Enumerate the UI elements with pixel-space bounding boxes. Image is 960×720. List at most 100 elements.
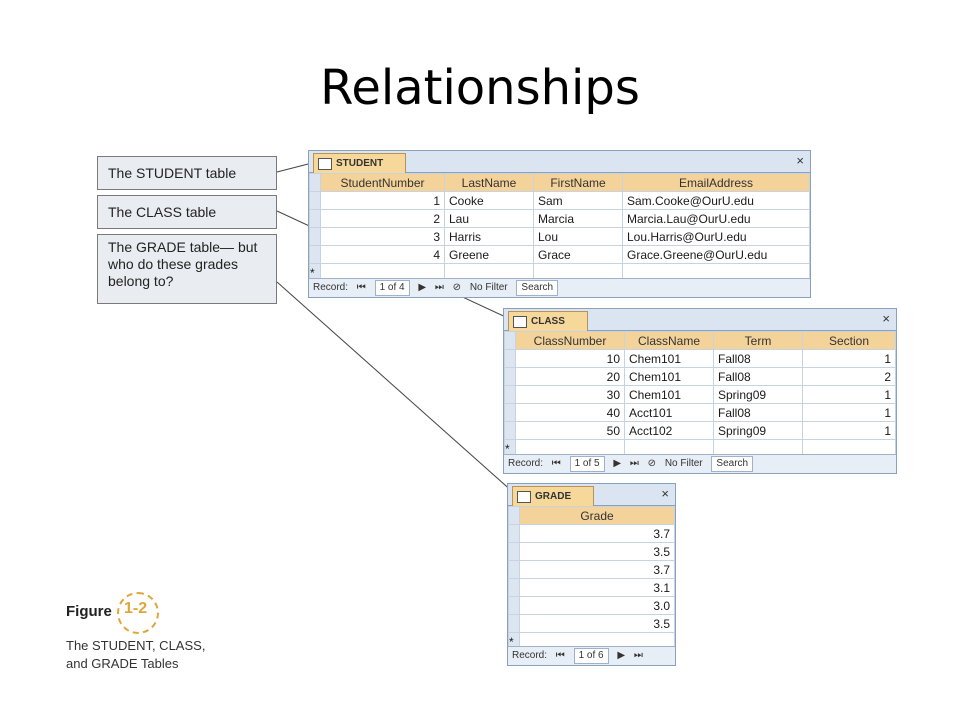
cell[interactable]: 20 bbox=[515, 367, 625, 386]
select-all-cell[interactable] bbox=[508, 506, 520, 525]
cell[interactable]: 1 bbox=[802, 385, 896, 404]
cell[interactable]: Acct101 bbox=[624, 403, 714, 422]
column-header[interactable]: EmailAddress bbox=[622, 173, 810, 192]
row-selector[interactable] bbox=[508, 596, 520, 615]
cell[interactable]: Lou.Harris@OurU.edu bbox=[622, 227, 810, 246]
table-row[interactable]: 4 Greene Grace Grace.Greene@OurU.edu bbox=[309, 245, 810, 264]
search-input[interactable]: Search bbox=[516, 280, 559, 296]
last-record-icon[interactable]: ⏭ bbox=[633, 650, 643, 661]
last-record-icon[interactable]: ⏭ bbox=[434, 282, 444, 293]
table-row[interactable]: 1 Cooke Sam Sam.Cooke@OurU.edu bbox=[309, 191, 810, 210]
cell[interactable]: 10 bbox=[515, 349, 625, 368]
cell[interactable]: Lau bbox=[444, 209, 534, 228]
search-input[interactable]: Search bbox=[711, 456, 754, 472]
cell[interactable]: Chem101 bbox=[624, 367, 714, 386]
cell[interactable]: 30 bbox=[515, 385, 625, 404]
row-selector[interactable] bbox=[508, 542, 520, 561]
cell[interactable]: 3.1 bbox=[519, 578, 675, 597]
column-header[interactable]: FirstName bbox=[533, 173, 623, 192]
cell[interactable]: 3.5 bbox=[519, 542, 675, 561]
column-header[interactable]: Term bbox=[713, 331, 803, 350]
cell[interactable]: Fall08 bbox=[713, 403, 803, 422]
row-selector[interactable] bbox=[309, 245, 321, 264]
table-row[interactable]: 3.5 bbox=[508, 614, 675, 633]
row-selector[interactable] bbox=[504, 385, 516, 404]
close-icon[interactable]: × bbox=[882, 311, 890, 326]
cell[interactable]: Sam.Cooke@OurU.edu bbox=[622, 191, 810, 210]
cell[interactable]: Spring09 bbox=[713, 421, 803, 440]
record-position[interactable]: 1 of 5 bbox=[569, 456, 605, 472]
cell[interactable]: 3.5 bbox=[519, 614, 675, 633]
table-row[interactable]: 50 Acct102 Spring09 1 bbox=[504, 421, 896, 440]
cell[interactable]: Grace bbox=[533, 245, 623, 264]
cell[interactable]: Fall08 bbox=[713, 349, 803, 368]
cell[interactable]: Sam bbox=[533, 191, 623, 210]
row-selector[interactable] bbox=[309, 227, 321, 246]
record-position[interactable]: 1 of 4 bbox=[374, 280, 410, 296]
cell[interactable]: Spring09 bbox=[713, 385, 803, 404]
filter-status[interactable]: No Filter bbox=[469, 282, 508, 293]
table-row[interactable]: 10 Chem101 Fall08 1 bbox=[504, 349, 896, 368]
row-selector[interactable] bbox=[309, 209, 321, 228]
cell[interactable]: Cooke bbox=[444, 191, 534, 210]
cell[interactable]: Marcia bbox=[533, 209, 623, 228]
last-record-icon[interactable]: ⏭ bbox=[629, 458, 639, 469]
cell[interactable]: 40 bbox=[515, 403, 625, 422]
table-row[interactable]: 3.7 bbox=[508, 560, 675, 579]
table-row[interactable]: 3.0 bbox=[508, 596, 675, 615]
cell[interactable]: Harris bbox=[444, 227, 534, 246]
table-row[interactable]: 20 Chem101 Fall08 2 bbox=[504, 367, 896, 386]
select-all-cell[interactable] bbox=[504, 331, 516, 350]
row-selector[interactable] bbox=[508, 614, 520, 633]
first-record-icon[interactable]: ⏮ bbox=[356, 282, 366, 293]
cell[interactable]: 3.7 bbox=[519, 560, 675, 579]
next-record-icon[interactable]: ▶ bbox=[617, 650, 626, 661]
column-header[interactable]: ClassNumber bbox=[515, 331, 625, 350]
row-selector[interactable] bbox=[504, 367, 516, 386]
tab-class[interactable]: CLASS bbox=[508, 311, 588, 331]
next-record-icon[interactable]: ▶ bbox=[418, 282, 427, 293]
table-row[interactable]: 3.7 bbox=[508, 524, 675, 543]
close-icon[interactable]: × bbox=[796, 153, 804, 168]
cell[interactable]: 1 bbox=[802, 349, 896, 368]
select-all-cell[interactable] bbox=[309, 173, 321, 192]
table-row[interactable]: 3 Harris Lou Lou.Harris@OurU.edu bbox=[309, 227, 810, 246]
cell[interactable]: 3 bbox=[320, 227, 445, 246]
cell[interactable]: 1 bbox=[802, 421, 896, 440]
table-row[interactable]: 2 Lau Marcia Marcia.Lau@OurU.edu bbox=[309, 209, 810, 228]
table-row[interactable]: 40 Acct101 Fall08 1 bbox=[504, 403, 896, 422]
column-header[interactable]: ClassName bbox=[624, 331, 714, 350]
cell[interactable]: Chem101 bbox=[624, 349, 714, 368]
cell[interactable]: Fall08 bbox=[713, 367, 803, 386]
cell[interactable]: 1 bbox=[802, 403, 896, 422]
first-record-icon[interactable]: ⏮ bbox=[555, 650, 565, 661]
filter-status[interactable]: No Filter bbox=[664, 458, 703, 469]
cell[interactable]: Chem101 bbox=[624, 385, 714, 404]
cell[interactable]: Marcia.Lau@OurU.edu bbox=[622, 209, 810, 228]
row-selector[interactable] bbox=[504, 403, 516, 422]
row-selector[interactable] bbox=[309, 191, 321, 210]
cell[interactable]: Greene bbox=[444, 245, 534, 264]
row-selector[interactable] bbox=[508, 524, 520, 543]
column-header[interactable]: LastName bbox=[444, 173, 534, 192]
column-header[interactable]: Grade bbox=[519, 506, 675, 525]
cell[interactable]: Acct102 bbox=[624, 421, 714, 440]
cell[interactable]: Lou bbox=[533, 227, 623, 246]
cell[interactable]: 2 bbox=[802, 367, 896, 386]
row-selector[interactable] bbox=[508, 560, 520, 579]
row-selector[interactable] bbox=[504, 421, 516, 440]
column-header[interactable]: StudentNumber bbox=[320, 173, 445, 192]
column-header[interactable]: Section bbox=[802, 331, 896, 350]
tab-student[interactable]: STUDENT bbox=[313, 153, 407, 173]
cell[interactable]: 3.7 bbox=[519, 524, 675, 543]
row-selector[interactable] bbox=[508, 578, 520, 597]
record-position[interactable]: 1 of 6 bbox=[573, 648, 609, 664]
cell[interactable]: Grace.Greene@OurU.edu bbox=[622, 245, 810, 264]
close-icon[interactable]: × bbox=[661, 486, 669, 501]
first-record-icon[interactable]: ⏮ bbox=[551, 458, 561, 469]
cell[interactable]: 1 bbox=[320, 191, 445, 210]
cell[interactable]: 2 bbox=[320, 209, 445, 228]
cell[interactable]: 3.0 bbox=[519, 596, 675, 615]
table-row[interactable]: 30 Chem101 Spring09 1 bbox=[504, 385, 896, 404]
row-selector[interactable] bbox=[504, 349, 516, 368]
